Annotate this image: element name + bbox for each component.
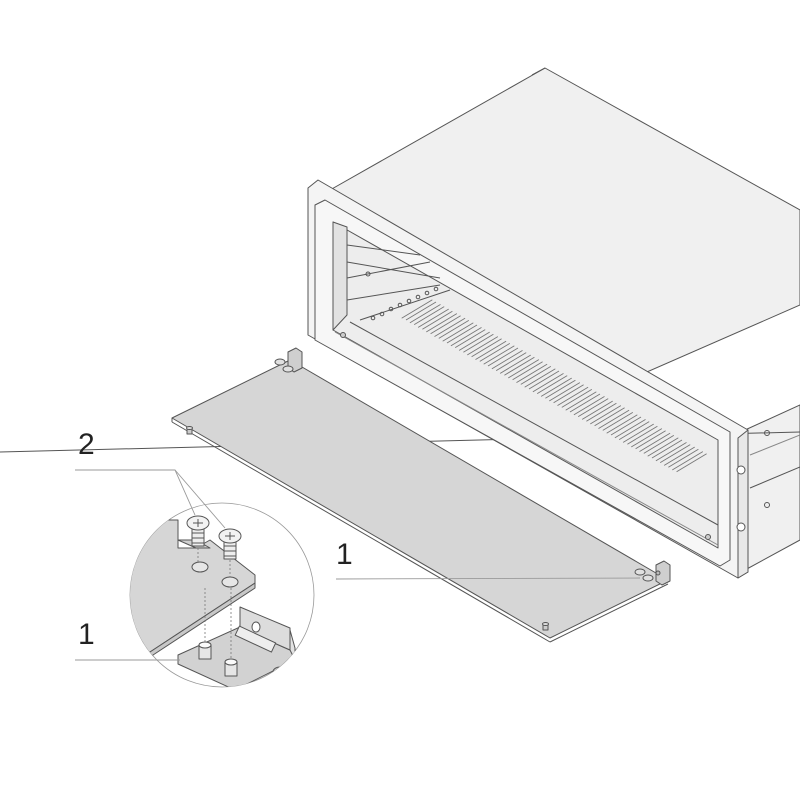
panel-pin-right — [542, 622, 549, 631]
panel-pin-left — [186, 426, 193, 435]
callout-label-2: 2 — [78, 428, 95, 461]
detail-screw-1 — [186, 515, 210, 547]
leader-1-main — [335, 577, 641, 580]
hinge-bottom — [634, 560, 671, 586]
leader-lines — [75, 469, 641, 661]
leader-2 — [75, 469, 196, 516]
leader-2b — [174, 469, 226, 529]
callout-label-1-main: 1 — [336, 538, 353, 571]
hinge-top — [274, 347, 303, 373]
detail-screw-2 — [218, 528, 242, 560]
callout-label-1-detail: 1 — [78, 618, 95, 651]
front-panel — [171, 347, 671, 643]
detail-view — [129, 502, 315, 688]
enclosure — [0, 67, 800, 579]
